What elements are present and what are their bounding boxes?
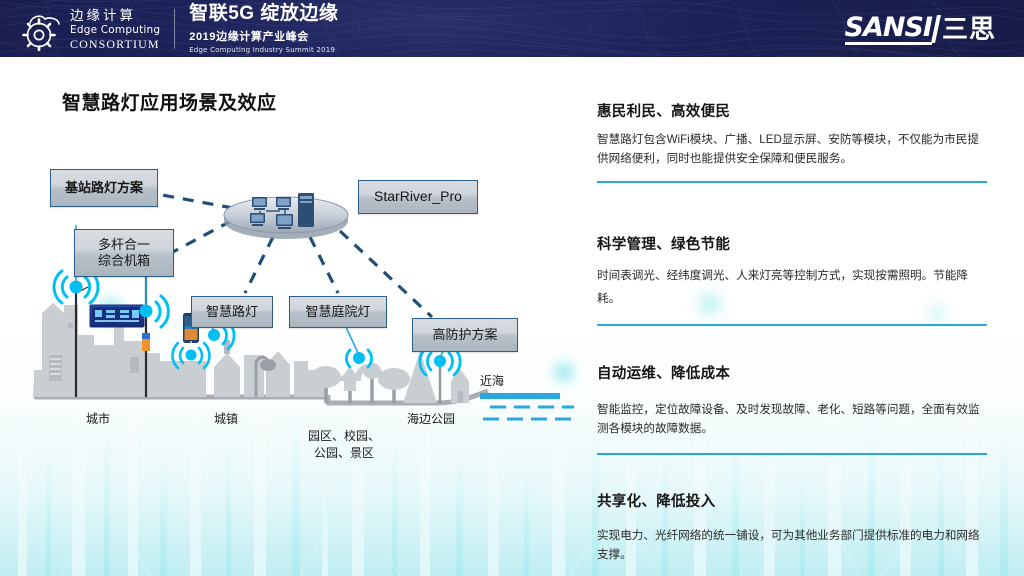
sansi-latin-text: SANSI: [844, 11, 933, 45]
node-high-protection-label: 高防护方案: [432, 326, 498, 342]
ground-label-park: 园区、校园、 公园、景区: [296, 411, 392, 461]
node-smart-garden-lamp-label: 智慧庭院灯: [305, 303, 371, 319]
signal-wave-icon-3: [171, 341, 211, 370]
sea-label-text: 近海: [480, 374, 505, 388]
sansi-slash-icon: [931, 15, 941, 43]
node-high-protection[interactable]: 高防护方案: [412, 318, 518, 352]
feature-title: 惠民利民、高效便民: [597, 104, 731, 120]
node-base-station-label: 基站路灯方案: [64, 179, 143, 195]
feature-item: 共享化、降低投入 实现电力、光纤网络的统一铺设，可为其他业务部门提供标准的电力和…: [597, 490, 987, 565]
ground-label-city-text: 城市: [85, 412, 110, 426]
park-trees-icon: [311, 363, 410, 403]
server-network-icon: [223, 193, 349, 239]
architecture-diagram: 基站路灯方案 多杆合一 综合机箱 StarRiver_Pro 智慧路灯 智慧庭院…: [28, 165, 588, 460]
node-multi-pole[interactable]: 多杆合一 综合机箱: [74, 229, 174, 277]
feature-title: 共享化、降低投入: [597, 494, 716, 510]
feature-body: 时间表调光、经纬度调光、人来灯亮等控制方式，实现按需照明。节能降耗。: [597, 269, 969, 306]
page-title: 智慧路灯应用场景及效应: [62, 93, 277, 114]
ground-label-seaside-text: 海边公园: [406, 412, 455, 426]
diagram-graphics: [33, 193, 574, 421]
feature-item: 自动运维、降低成本 智能监控，定位故障设备、及时发现故障、老化、短路等问题，全面…: [597, 362, 987, 474]
sansi-cn-text: 三思: [941, 14, 996, 44]
feature-title: 自动运维、降低成本: [597, 366, 731, 382]
led-display-icon: [89, 304, 145, 328]
header-title: 智联5G 绽放边缘: [189, 2, 339, 24]
feature-body: 智慧路灯包含WiFi模块、广播、LED显示屏、安防等模块，不仅能为市民提供网络便…: [597, 133, 979, 165]
features-list: 惠民利民、高效便民 智慧路灯包含WiFi模块、广播、LED显示屏、安防等模块，不…: [597, 100, 987, 565]
ground-label-city: 城市: [68, 411, 128, 428]
slide-header: 边缘计算 Edge Computing CONSORTIUM 智联5G 绽放边缘…: [0, 0, 1024, 57]
ground-label-park-text: 园区、校园、 公园、景区: [307, 428, 380, 460]
feature-divider: [597, 324, 987, 327]
header-title-group: 智联5G 绽放边缘 2019边缘计算产业峰会 Edge Computing In…: [189, 2, 339, 55]
ecc-logo-en1: Edge Computing: [70, 24, 161, 36]
feature-divider: [597, 180, 987, 183]
ground-label-seaside: 海边公园: [388, 411, 474, 428]
feature-body: 实现电力、光纤网络的统一铺设，可为其他业务部门提供标准的电力和网络支撑。: [597, 529, 980, 561]
feature-item: 惠民利民、高效便民 智慧路灯包含WiFi模块、广播、LED显示屏、安防等模块，不…: [597, 100, 987, 217]
node-platform-label: StarRiver_Pro: [374, 188, 462, 205]
city-skyline-icon: [34, 303, 178, 397]
feature-body: 智能监控，定位故障设备、及时发现故障、老化、短路等问题，全面有效监测各模块的故障…: [597, 403, 980, 435]
ecc-logo-en2: CONSORTIUM: [70, 36, 160, 51]
node-smart-street-lamp[interactable]: 智慧路灯: [191, 296, 273, 328]
sea-label: 近海: [480, 373, 530, 390]
node-multi-pole-label: 多杆合一 综合机箱: [97, 236, 150, 268]
header-divider: [174, 9, 176, 49]
feature-item: 科学管理、绿色节能 时间表调光、经纬度调光、人来灯亮等控制方式，实现按需照明。节…: [597, 233, 987, 348]
sansi-brand-logo: SANSI 三思: [844, 11, 996, 45]
sea-icon: [480, 393, 574, 421]
feature-divider: [597, 452, 987, 455]
header-wave-mesh-icon: [0, 0, 1024, 57]
ground-label-town: 城镇: [196, 411, 256, 428]
node-smart-street-lamp-label: 智慧路灯: [205, 303, 258, 319]
ground-label-town-text: 城镇: [213, 412, 238, 426]
ecc-logo-cn: 边缘计算: [70, 7, 136, 23]
header-subtitle-cn: 2019边缘计算产业峰会: [189, 31, 309, 44]
header-subtitle-en: Edge Computing Industry Summit 2019: [189, 46, 336, 55]
ecc-logo-text: 边缘计算 Edge Computing CONSORTIUM: [70, 7, 161, 51]
town-skyline-icon: [178, 351, 328, 397]
node-platform[interactable]: StarRiver_Pro: [358, 180, 478, 214]
signal-wave-icon-2: [139, 294, 170, 329]
seaside-icon: [403, 351, 469, 403]
node-base-station[interactable]: 基站路灯方案: [50, 169, 158, 207]
background-streaks-icon: [18, 336, 1008, 576]
feature-title: 科学管理、绿色节能: [597, 237, 731, 253]
gear-cloud-icon: [22, 7, 66, 52]
node-smart-garden-lamp[interactable]: 智慧庭院灯: [289, 296, 387, 328]
signal-wave-icon-6: [418, 346, 462, 377]
ecc-logo: 边缘计算 Edge Computing CONSORTIUM: [22, 7, 161, 52]
signal-wave-icon-5: [345, 348, 373, 369]
header-left-group: 边缘计算 Edge Computing CONSORTIUM 智联5G 绽放边缘…: [22, 2, 339, 55]
signal-wave-icon: [52, 269, 100, 305]
